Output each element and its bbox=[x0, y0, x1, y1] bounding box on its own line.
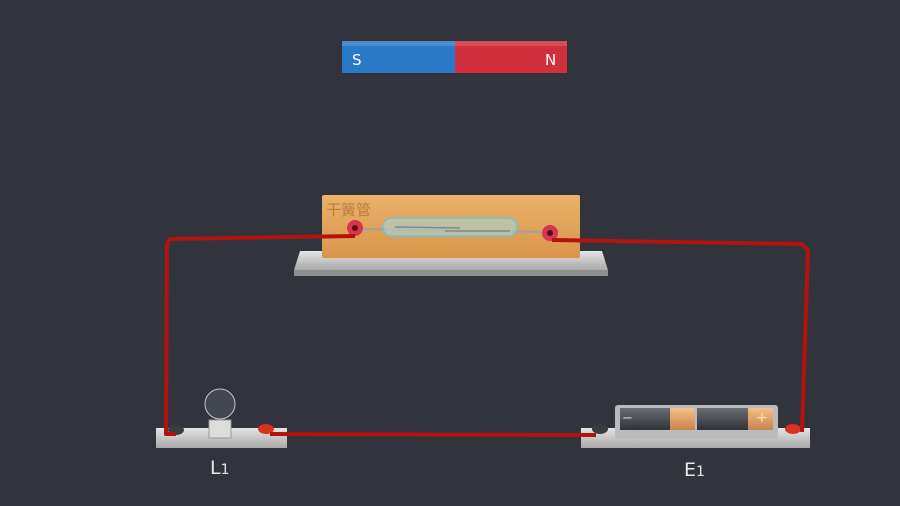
magnet-north-pole bbox=[455, 41, 567, 73]
wire-lamp-to-battery[interactable] bbox=[269, 432, 597, 437]
lamp-label: L1 bbox=[210, 457, 230, 479]
wire-reed-to-lamp[interactable] bbox=[164, 234, 356, 436]
wire-battery-to-reed[interactable] bbox=[551, 238, 810, 433]
lamp[interactable] bbox=[156, 388, 287, 448]
bar-magnet[interactable] bbox=[342, 41, 567, 73]
battery-label: E1 bbox=[684, 459, 705, 481]
battery-terminal-black[interactable] bbox=[592, 424, 608, 434]
battery-plus-sign: + bbox=[756, 410, 768, 426]
reed-switch[interactable] bbox=[294, 195, 608, 276]
reed-switch-label: 干簧管 bbox=[326, 201, 372, 219]
battery-terminal-red[interactable] bbox=[785, 424, 801, 434]
lamp-terminal-red[interactable] bbox=[258, 424, 274, 434]
magnet-north-label: N bbox=[545, 51, 557, 69]
battery-minus-sign: − bbox=[622, 411, 633, 426]
battery-pack[interactable] bbox=[581, 405, 810, 448]
magnet-south-label: S bbox=[352, 51, 362, 69]
bulb-icon bbox=[204, 388, 236, 420]
magnet-south-pole bbox=[342, 41, 455, 73]
